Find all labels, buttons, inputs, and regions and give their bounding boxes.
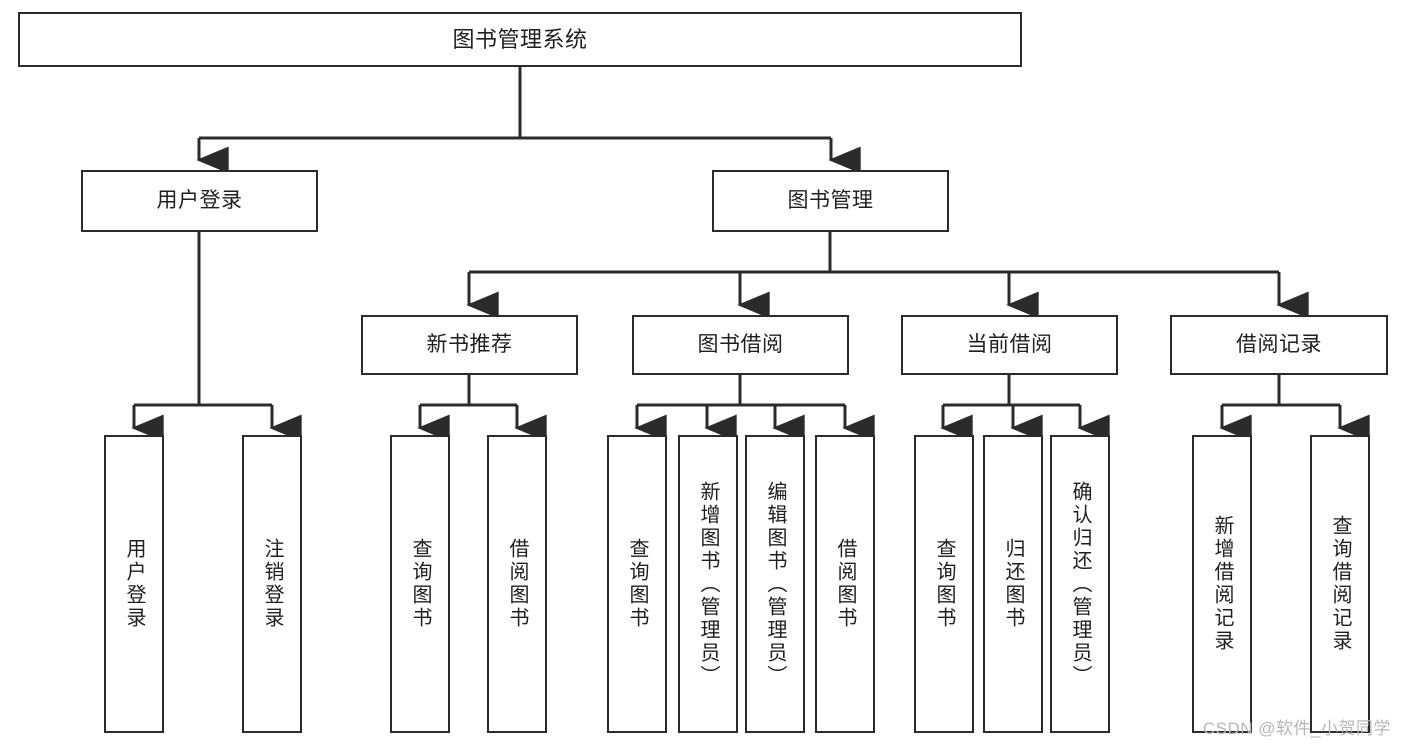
node-new-book-recommendation-label: 新书推荐 [426,332,513,356]
leaf-query-borrow-record[interactable]: 查询借阅记录 [1310,435,1370,733]
leaf-query-book-newbook[interactable]: 查询图书 [390,435,450,733]
leaf-return-book-label: 归还图书 [1002,538,1024,630]
node-user-login-label: 用户登录 [156,188,243,212]
leaf-query-book-borrow-label: 查询图书 [626,538,648,630]
node-book-management[interactable]: 图书管理 [712,170,949,232]
leaf-borrow-book-newbook-label: 借阅图书 [506,538,528,630]
node-book-borrowing-label: 图书借阅 [697,332,784,356]
node-new-book-recommendation[interactable]: 新书推荐 [361,315,578,375]
node-root-label: 图书管理系统 [452,26,588,52]
node-current-borrowing[interactable]: 当前借阅 [901,315,1118,375]
leaf-query-book-borrow[interactable]: 查询图书 [607,435,667,733]
node-book-management-label: 图书管理 [787,188,874,212]
leaf-confirm-return-admin-label: 确认归还（管理员） [1069,480,1091,688]
node-borrow-records-label: 借阅记录 [1236,332,1322,356]
leaf-borrow-book-label: 借阅图书 [834,538,856,630]
leaf-logout-label: 注销登录 [261,538,283,630]
node-borrow-records[interactable]: 借阅记录 [1170,315,1388,375]
leaf-add-borrow-record-label: 新增借阅记录 [1211,515,1233,653]
leaf-add-book-admin-label: 新增图书（管理员） [697,480,719,688]
leaf-confirm-return-admin[interactable]: 确认归还（管理员） [1050,435,1110,733]
leaf-edit-book-admin[interactable]: 编辑图书（管理员） [745,435,805,733]
leaf-user-login-label: 用户登录 [123,538,145,630]
leaf-query-book-current-label: 查询图书 [933,538,955,630]
leaf-query-borrow-record-label: 查询借阅记录 [1329,515,1351,653]
leaf-add-borrow-record[interactable]: 新增借阅记录 [1192,435,1252,733]
leaf-query-book-newbook-label: 查询图书 [409,538,431,630]
node-book-borrowing[interactable]: 图书借阅 [632,315,849,375]
leaf-return-book[interactable]: 归还图书 [983,435,1043,733]
leaf-query-book-current[interactable]: 查询图书 [914,435,974,733]
leaf-logout[interactable]: 注销登录 [242,435,302,733]
leaf-edit-book-admin-label: 编辑图书（管理员） [764,480,786,688]
watermark: CSDN @软件_小贺同学 [1202,719,1391,738]
leaf-add-book-admin[interactable]: 新增图书（管理员） [678,435,738,733]
leaf-borrow-book[interactable]: 借阅图书 [815,435,875,733]
node-user-login[interactable]: 用户登录 [81,170,318,232]
leaf-user-login[interactable]: 用户登录 [104,435,164,733]
node-root[interactable]: 图书管理系统 [18,12,1022,67]
node-current-borrowing-label: 当前借阅 [966,332,1053,356]
leaf-borrow-book-newbook[interactable]: 借阅图书 [487,435,547,733]
